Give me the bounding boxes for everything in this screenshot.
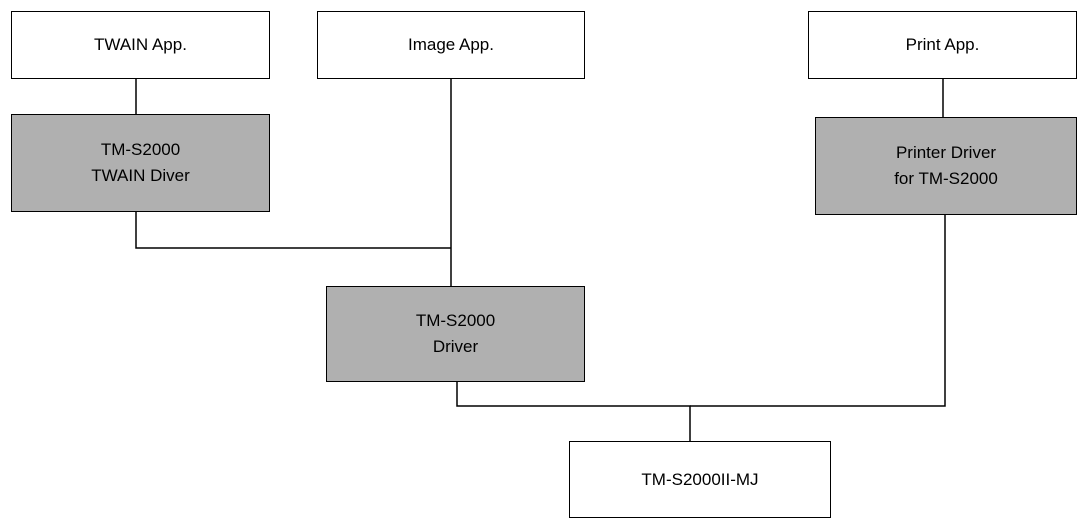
connector-tm-driver-to-device (456, 382, 691, 441)
tm-driver-label-line1: TM-S2000 (415, 311, 496, 330)
twain-driver-box: TM-S2000 TWAIN Diver (11, 114, 270, 212)
device-label: TM-S2000II-MJ (641, 469, 759, 489)
twain-driver-label-line1: TM-S2000 (100, 140, 181, 159)
print-app-box: Print App. (808, 11, 1077, 79)
image-app-box: Image App. (317, 11, 585, 79)
connector-twain-driver-to-tm-driver (135, 212, 451, 249)
image-app-label: Image App. (407, 35, 494, 54)
twain-driver-label-line2: TWAIN Diver (91, 166, 190, 185)
twain-app-box: TWAIN App. (11, 11, 270, 79)
printer-driver-box: Printer Driver for TM-S2000 (815, 117, 1077, 215)
printer-driver-label-line2: for TM-S2000 (894, 169, 998, 188)
print-app-label: Print App. (905, 35, 980, 54)
tm-s2000-driver-box: TM-S2000 Driver (326, 286, 585, 382)
tm-driver-label-line2: Driver (432, 337, 479, 356)
printer-driver-label-line1: Printer Driver (895, 143, 997, 162)
connector-printer-driver-to-device (690, 215, 946, 407)
twain-app-label: TWAIN App. (94, 35, 187, 54)
device-box: TM-S2000II-MJ (569, 441, 831, 518)
